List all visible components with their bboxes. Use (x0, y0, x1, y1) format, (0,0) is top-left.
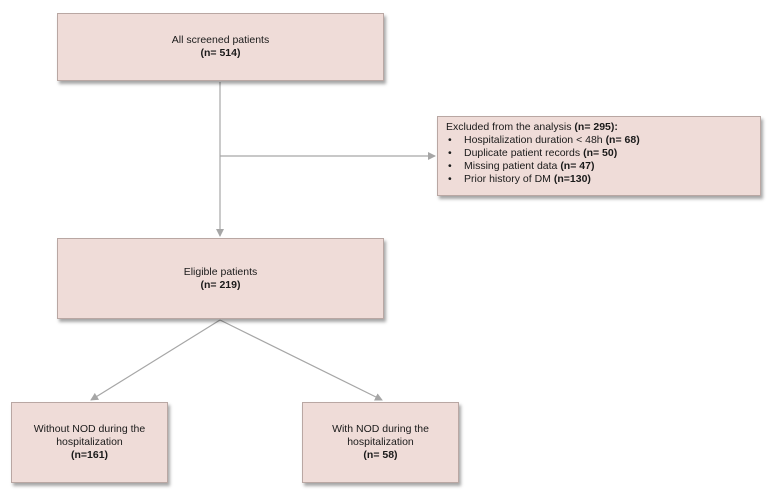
arrow-eligible-to-without (90, 319, 221, 401)
excluded-reason-item: Prior history of DM (n=130) (446, 173, 750, 186)
with-nod-line2: hospitalization (347, 436, 414, 448)
excluded-reason-text: Missing patient data (464, 160, 561, 172)
excluded-title: Excluded from the analysis (n= 295): (446, 121, 750, 134)
excluded-title-count: (n= 295): (574, 121, 618, 133)
excluded-reason-count: (n= 47) (560, 160, 595, 172)
without-nod-box: Without NOD during the hospitalization (… (11, 402, 168, 483)
excluded-reason-item: Missing patient data (n= 47) (446, 160, 750, 173)
excluded-reason-text: Duplicate patient records (464, 147, 584, 159)
excluded-reasons-list: Hospitalization duration < 48h (n= 68) D… (446, 134, 750, 186)
eligible-label: Eligible patients (183, 265, 258, 278)
excluded-reason-item: Hospitalization duration < 48h (n= 68) (446, 134, 750, 147)
with-nod-count: (n= 58) (363, 449, 398, 461)
excluded-reason-count: (n=130) (553, 173, 591, 185)
with-nod-box: With NOD during the hospitalization (n= … (302, 402, 459, 483)
arrow-eligible-to-with (219, 319, 383, 401)
without-nod-count: (n=161) (70, 449, 109, 461)
excluded-reason-count: (n= 68) (605, 134, 640, 146)
screened-patients-box: All screened patients (n= 514) (57, 13, 384, 81)
excluded-reason-count: (n= 50) (583, 147, 618, 159)
eligible-patients-box: Eligible patients (n= 219) (57, 238, 384, 319)
screened-label: All screened patients (171, 34, 270, 46)
eligible-count: (n= 219) (200, 278, 241, 291)
without-nod-line1: Without NOD during the (33, 423, 146, 435)
excluded-reason-item: Duplicate patient records (n= 50) (446, 147, 750, 160)
excluded-reason-text: Prior history of DM (464, 173, 554, 185)
with-nod-line1: With NOD during the (332, 423, 429, 435)
without-nod-line2: hospitalization (56, 436, 123, 448)
screened-count: (n= 514) (200, 47, 241, 59)
excluded-box: Excluded from the analysis (n= 295): Hos… (437, 116, 761, 196)
excluded-title-text: Excluded from the analysis (446, 121, 575, 133)
excluded-reason-text: Hospitalization duration < 48h (464, 134, 606, 146)
